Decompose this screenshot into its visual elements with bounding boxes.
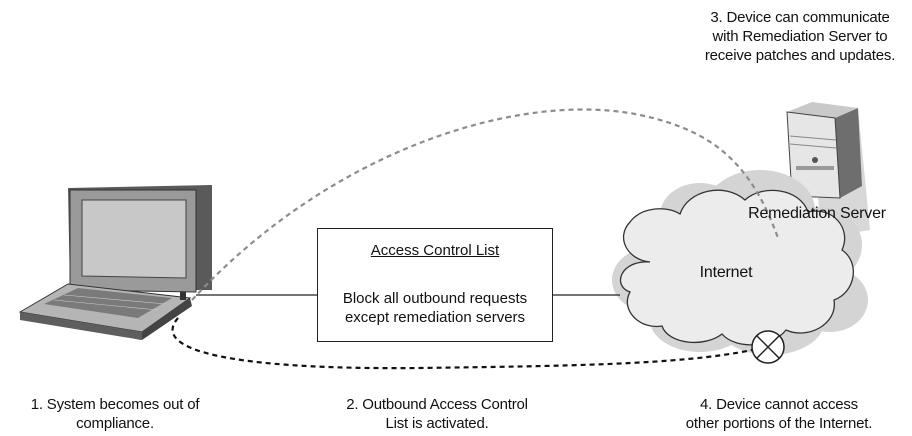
- step4-line1: 4. Device cannot access: [700, 396, 858, 413]
- step2-caption: 2. Outbound Access Control List is activ…: [322, 395, 552, 433]
- step1-line1: 1. System becomes out of: [30, 396, 200, 413]
- step4-line2: other portions of the Internet.: [685, 415, 873, 432]
- step3-line1: 3. Device can communicate: [710, 9, 890, 26]
- acl-body-line2: except remediation servers: [344, 309, 526, 326]
- acl-body-line1: Block all outbound requests: [342, 290, 528, 307]
- cloud-icon: [619, 189, 854, 346]
- acl-box: Access Control List Block all outbound r…: [317, 228, 553, 342]
- step3-line3: receive patches and updates.: [704, 47, 896, 64]
- step3-caption: 3. Device can communicate with Remediati…: [690, 8, 910, 65]
- step1-caption: 1. System becomes out of compliance.: [0, 395, 230, 433]
- acl-body: Block all outbound requests except remed…: [318, 289, 552, 327]
- server-icon: [786, 102, 870, 238]
- acl-title: Access Control List: [370, 242, 500, 259]
- blocked-x-icon: [751, 330, 785, 364]
- allowed-path-to-server: [191, 108, 780, 301]
- step1-line2: compliance.: [76, 415, 154, 432]
- laptop-icon: [18, 185, 212, 340]
- step3-line2: with Remediation Server to: [712, 28, 888, 45]
- blocked-path: [171, 317, 753, 370]
- remediation-server-label: Remediation Server: [748, 205, 886, 222]
- step4-caption: 4. Device cannot access other portions o…: [648, 395, 910, 433]
- step2-line2: List is activated.: [385, 415, 489, 432]
- internet-label: Internet: [699, 264, 753, 281]
- step2-line1: 2. Outbound Access Control: [346, 396, 528, 413]
